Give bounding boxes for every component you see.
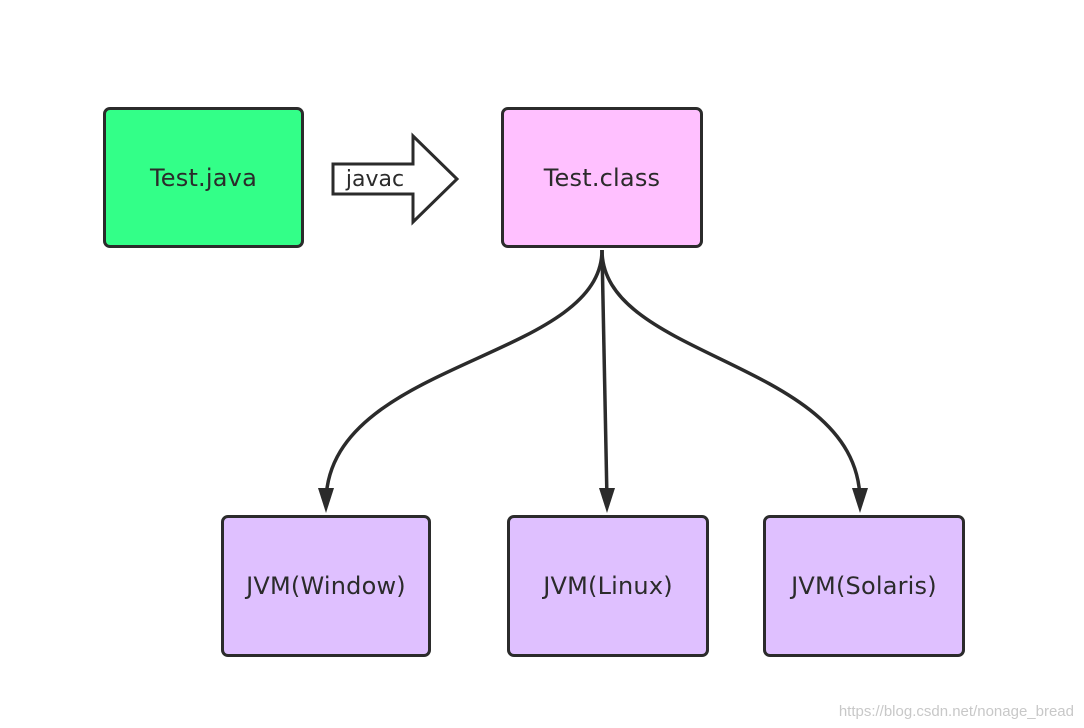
javac-arrow-shape xyxy=(331,132,460,226)
watermark: https://blog.csdn.net/nonage_bread xyxy=(838,703,1074,720)
node-test-java: Test.java xyxy=(103,107,304,248)
node-jvm-window: JVM(Window) xyxy=(221,515,431,657)
arrowhead-jvm-linux xyxy=(599,488,615,513)
node-test-class-label: Test.class xyxy=(543,163,661,192)
javac-label: javac xyxy=(345,166,405,192)
node-jvm-solaris: JVM(Solaris) xyxy=(763,515,965,657)
node-jvm-linux: JVM(Linux) xyxy=(507,515,709,657)
edge-class-to-jvm-solaris xyxy=(600,249,862,501)
node-test-java-label: Test.java xyxy=(150,163,257,192)
node-jvm-solaris-label: JVM(Solaris) xyxy=(791,572,937,600)
arrowhead-jvm-solaris xyxy=(852,488,868,513)
node-jvm-window-label: JVM(Window) xyxy=(246,572,406,600)
arrowhead-jvm-window xyxy=(318,488,334,513)
node-jvm-linux-label: JVM(Linux) xyxy=(543,572,673,600)
node-test-class: Test.class xyxy=(501,107,703,248)
edge-class-to-jvm-linux xyxy=(600,249,609,501)
edge-class-to-jvm-window xyxy=(324,249,604,501)
